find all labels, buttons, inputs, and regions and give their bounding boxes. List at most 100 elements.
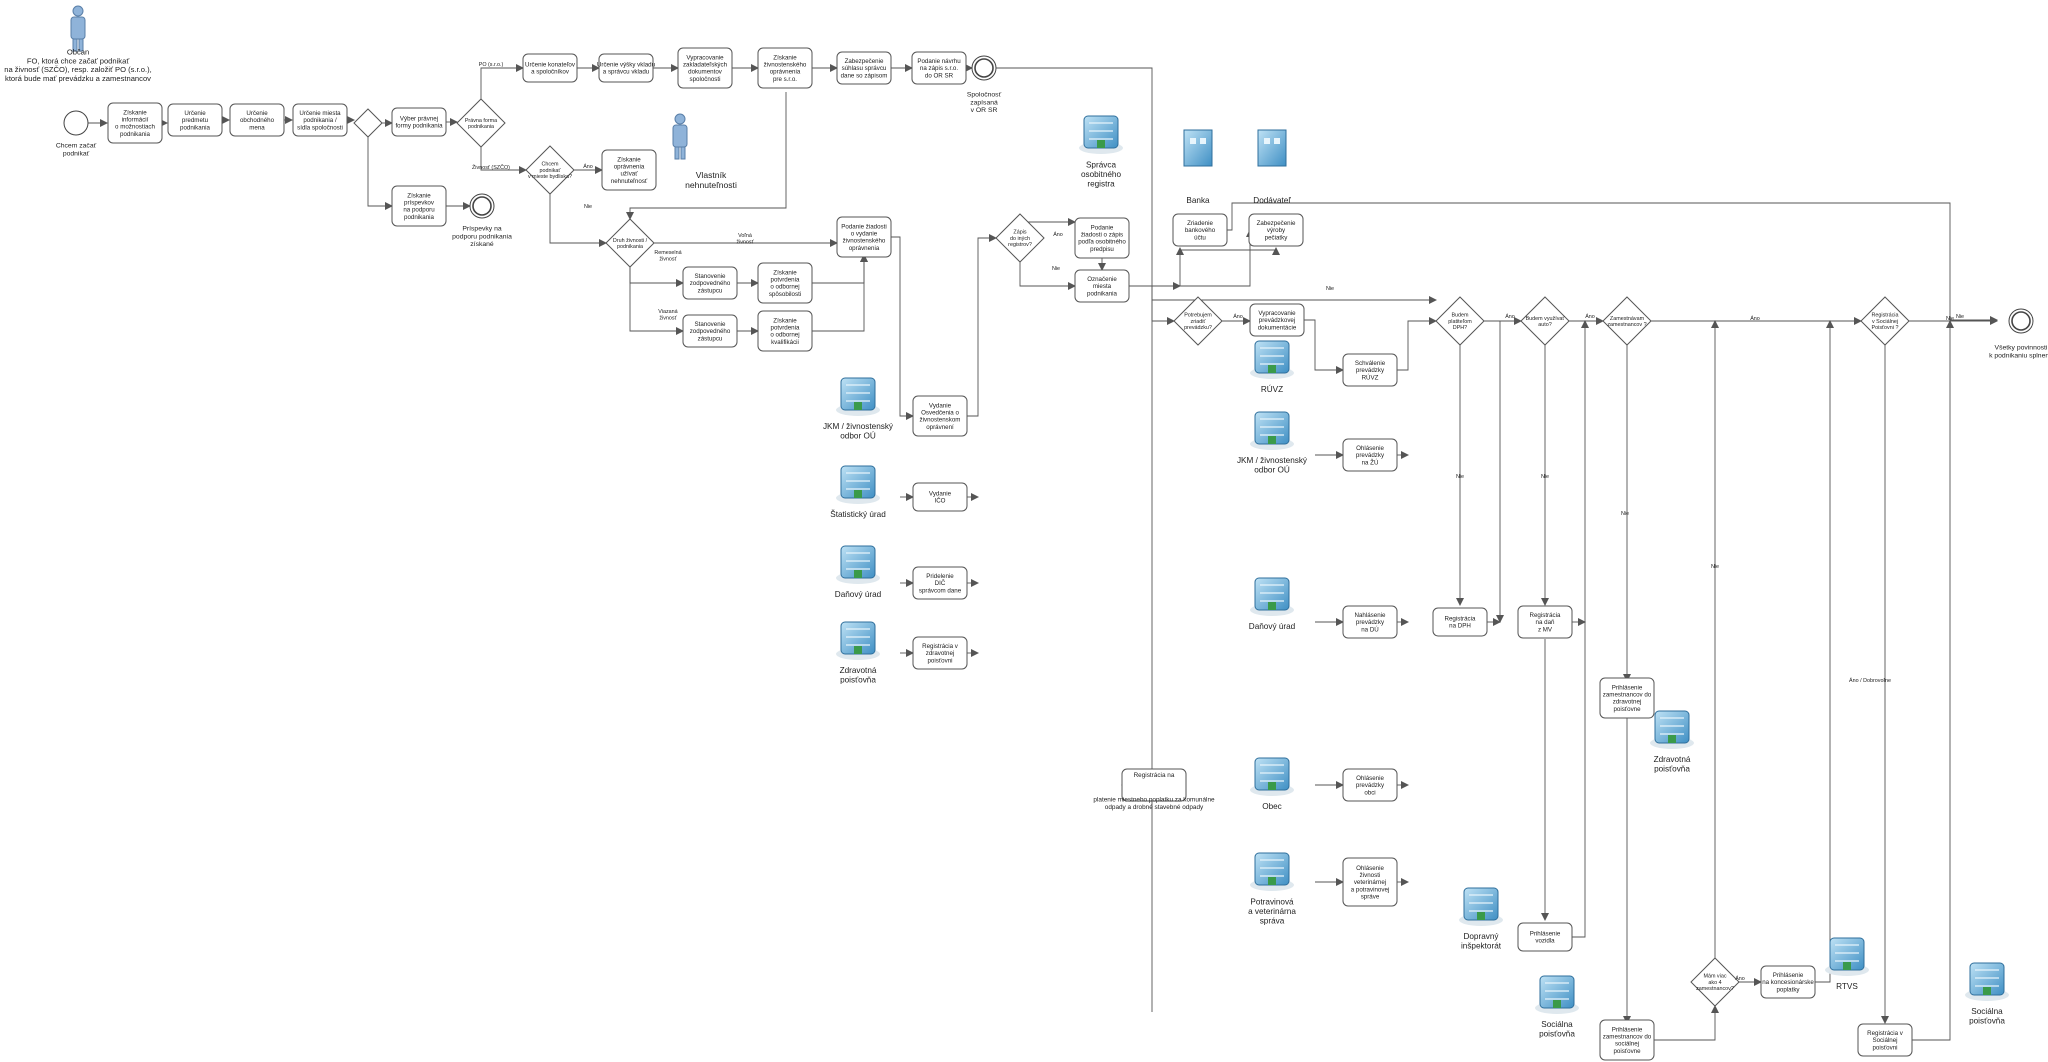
- building-label: Sociálna: [1971, 1007, 2003, 1016]
- task-label: podnikania: [180, 124, 210, 131]
- task-label: Označenie: [1087, 276, 1117, 283]
- task-box: [1342, 353, 1398, 387]
- task-label: zástupcu: [698, 287, 723, 294]
- task-label: Podanie: [1091, 224, 1114, 231]
- flow-labels: PO (s.r.o.)Živnosť (SZČO)ÁnoNieVoľnáživn…: [472, 62, 1964, 982]
- flow-label: Nie: [1711, 564, 1719, 570]
- building-label: osobitného: [1081, 170, 1122, 179]
- sequence-flow: [1912, 320, 1954, 1041]
- sequence-flow: [996, 67, 1153, 1012]
- task-label: živnostenskom: [920, 417, 961, 424]
- task-box: [1599, 677, 1655, 719]
- task-label: Určenie konateľov: [525, 62, 576, 69]
- task-label: Schválenie: [1355, 360, 1386, 367]
- task-label: poisťovni: [1872, 1044, 1897, 1051]
- task-box: [1760, 965, 1816, 999]
- building-label: JKM / živnostenský: [1237, 456, 1308, 465]
- gateway-diamond: [1520, 296, 1570, 346]
- sequence-flow: [812, 254, 868, 332]
- task-label: Registrácia v: [1867, 1030, 1904, 1037]
- gateway-diamond: [605, 218, 655, 268]
- building-label: inšpektorát: [1461, 942, 1502, 951]
- task-box: [522, 53, 578, 83]
- task-label: Pridelenie: [926, 573, 954, 580]
- task-label: pre s.r.o.: [773, 76, 797, 83]
- flow-label: Nie: [1621, 511, 1629, 517]
- task-label: oprávnenia: [614, 164, 645, 171]
- task-label: podnikania /: [303, 117, 337, 124]
- gateway-label: Zápis: [1013, 230, 1026, 236]
- task-label: živnosti: [1360, 872, 1381, 879]
- task-box: [391, 107, 447, 137]
- task-label: živnostenského: [764, 62, 807, 69]
- gateway-label: zriadiť: [1191, 319, 1207, 325]
- actor-label: Vlastník: [696, 170, 727, 180]
- task-box: [1517, 922, 1573, 952]
- task-label: platenie miestneho poplatku za komunálne: [1093, 797, 1215, 804]
- gateway-label: Budem: [1451, 313, 1469, 319]
- task-label: prevádzky: [1356, 782, 1385, 789]
- task-label: Registrácia v: [922, 643, 959, 650]
- bank-icon: [1183, 129, 1213, 167]
- task-label: Získanie: [773, 269, 797, 276]
- building-icon-b-banka: Banka: [1183, 129, 1213, 205]
- task-box: [1342, 438, 1398, 472]
- task-label: Stanovenie: [695, 321, 727, 328]
- task-label: na daň: [1536, 619, 1555, 626]
- task-label: oprávnenia: [849, 245, 880, 252]
- flow-label: Nie: [1541, 474, 1549, 480]
- flow-label: Voľná: [738, 233, 752, 239]
- person-icon: [674, 113, 686, 125]
- task-label: poisťovni: [927, 657, 952, 664]
- gateway-label: Chcem: [541, 162, 559, 168]
- task-label: vozidla: [1535, 938, 1555, 945]
- task-label: kvalifikácii: [771, 339, 799, 346]
- flow-label: Áno / Dobrovoľne: [1849, 677, 1891, 684]
- building-label: Potravinová: [1250, 897, 1294, 906]
- sequence-flow: [1129, 229, 1254, 287]
- task-label: bankového: [1185, 227, 1216, 234]
- task-label: do OR SR: [925, 72, 954, 79]
- gateway-diamond: [525, 145, 575, 195]
- task-box: [1342, 857, 1398, 907]
- task-label: spôsobilosti: [769, 291, 801, 298]
- gateway-label: registrov?: [1008, 242, 1032, 248]
- task-label: Určenie: [246, 110, 268, 117]
- sequence-flow: [629, 267, 684, 287]
- building-label: RTVS: [1836, 982, 1858, 991]
- task-label: správcom dane: [919, 587, 962, 594]
- task-label: Podanie návrhu: [917, 58, 961, 65]
- task-box: [682, 266, 738, 300]
- building-label: poisťovňa: [1969, 1017, 2005, 1026]
- task-label: poisťovne: [1613, 1048, 1641, 1055]
- flow-label: Nie: [1326, 286, 1334, 292]
- sequence-flow: [626, 92, 787, 220]
- task-label: Registrácia: [1530, 612, 1562, 619]
- task-label: RÚVZ: [1362, 374, 1379, 381]
- task-label: Zabezpečenie: [1257, 220, 1296, 227]
- actor-label: ktorá bude mať prevádzku a zamestnancov: [5, 74, 151, 83]
- event-circle: [63, 110, 89, 136]
- event-inner-circle: [472, 196, 492, 216]
- building-label: odbor OÚ: [840, 431, 876, 441]
- task-label: Registrácia: [1445, 616, 1477, 623]
- sequence-flow: [967, 234, 997, 417]
- task-label: na zápis s.r.o.: [920, 65, 958, 72]
